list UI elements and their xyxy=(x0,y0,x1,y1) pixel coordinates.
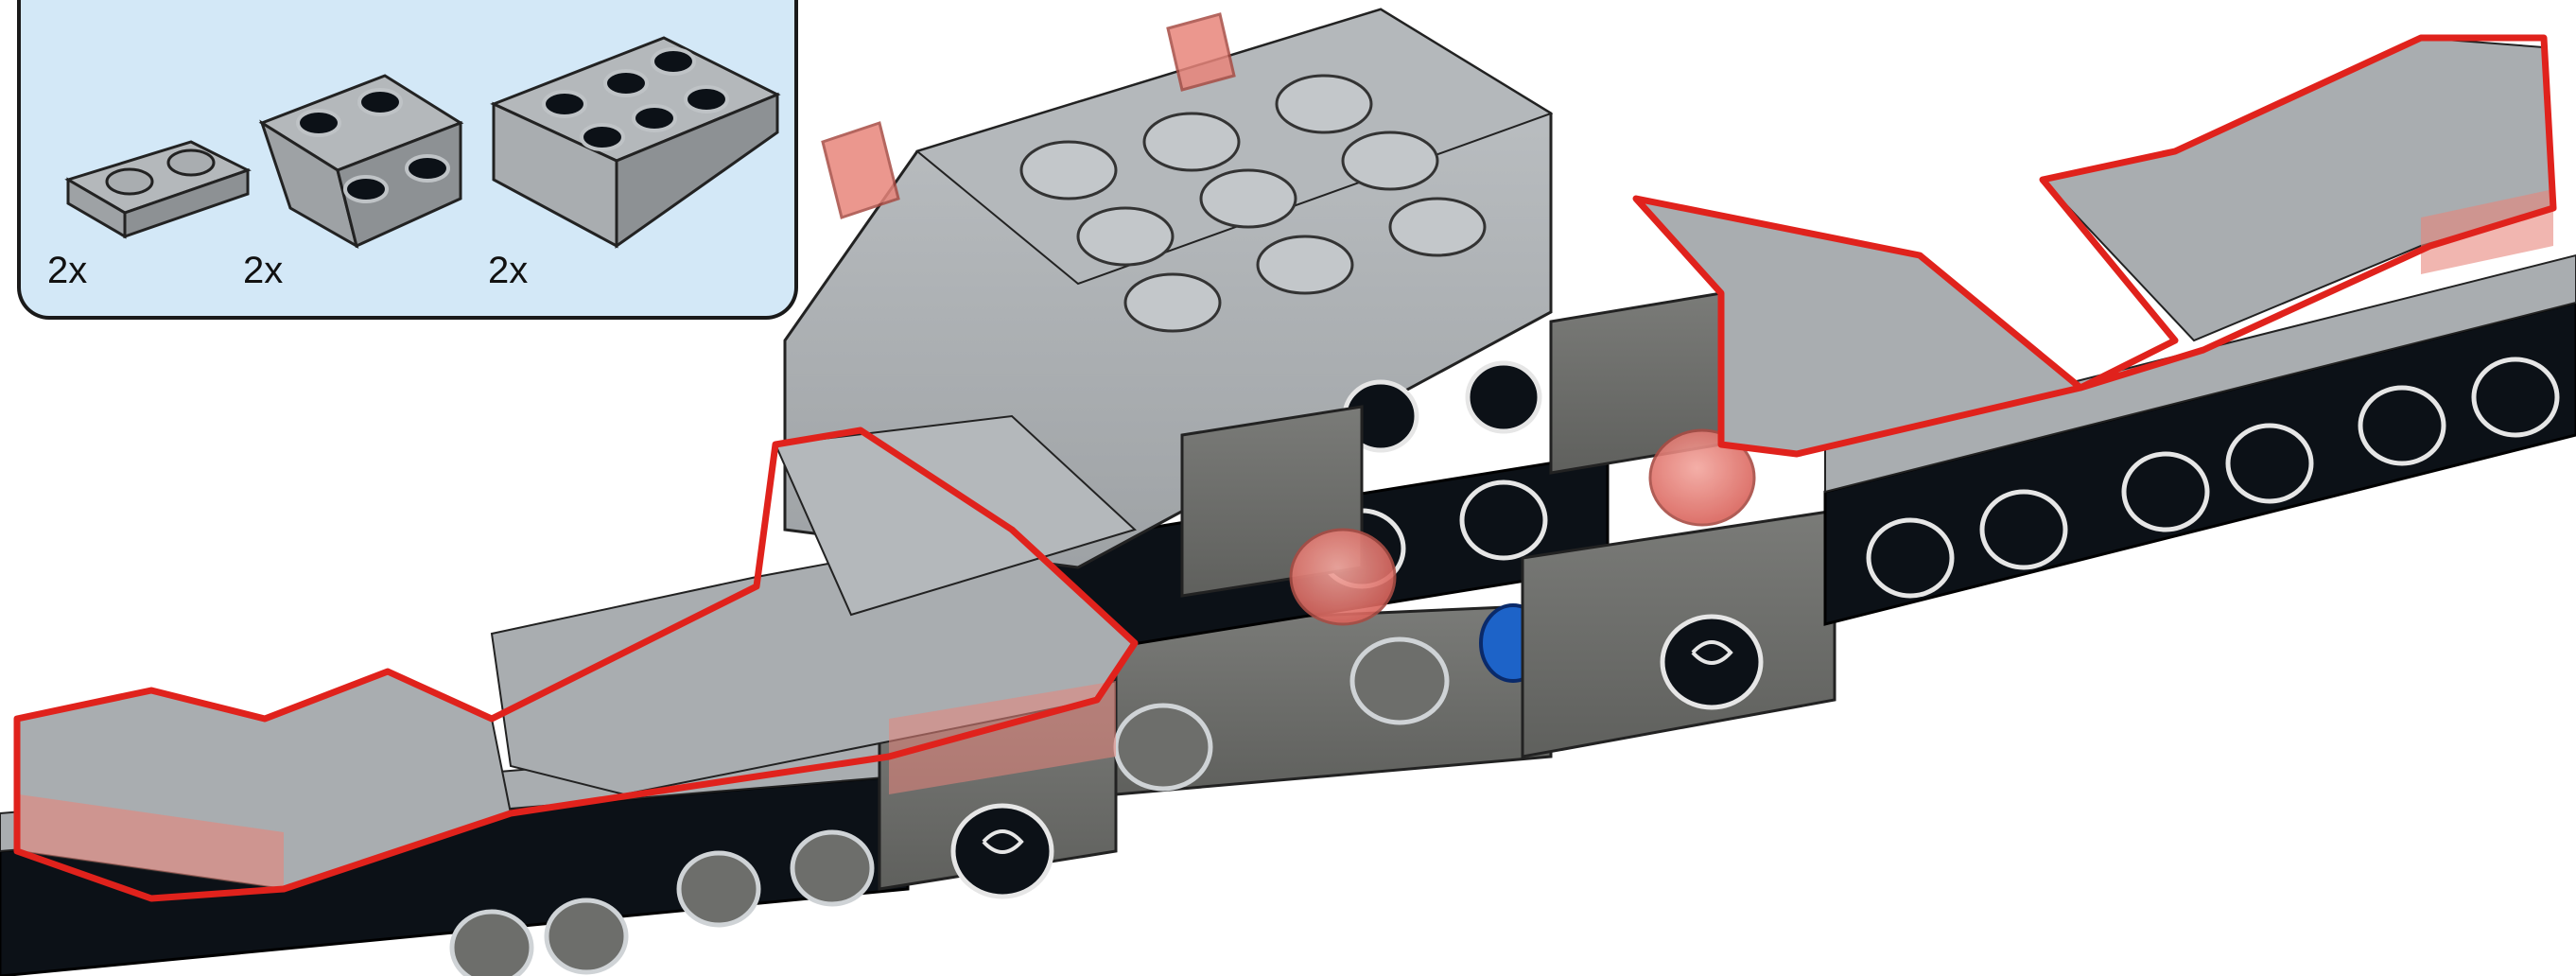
top-red-axles xyxy=(821,12,1236,219)
inverted-slope-plate-icon xyxy=(258,74,464,250)
plate-1x2-icon xyxy=(64,140,252,239)
inverted-slope-brick-icon xyxy=(490,36,781,249)
right-dark-gray-block xyxy=(1521,509,1836,758)
center-dark-gray-base xyxy=(1113,603,1553,796)
right-black-beam xyxy=(1823,253,2576,626)
parts-list-item: 2x xyxy=(484,19,787,303)
gray-cube-left xyxy=(1180,405,1397,626)
quantity-label: 2x xyxy=(47,250,88,291)
parts-list-item: 2x xyxy=(243,57,479,303)
quantity-label: 2x xyxy=(243,250,284,291)
quantity-label: 2x xyxy=(488,250,529,291)
highlight-left-group xyxy=(13,414,1139,902)
parts-callout: 2x 2x xyxy=(17,0,798,320)
highlight-right-group xyxy=(1632,34,2557,458)
parts-list-item: 2x xyxy=(47,113,257,303)
